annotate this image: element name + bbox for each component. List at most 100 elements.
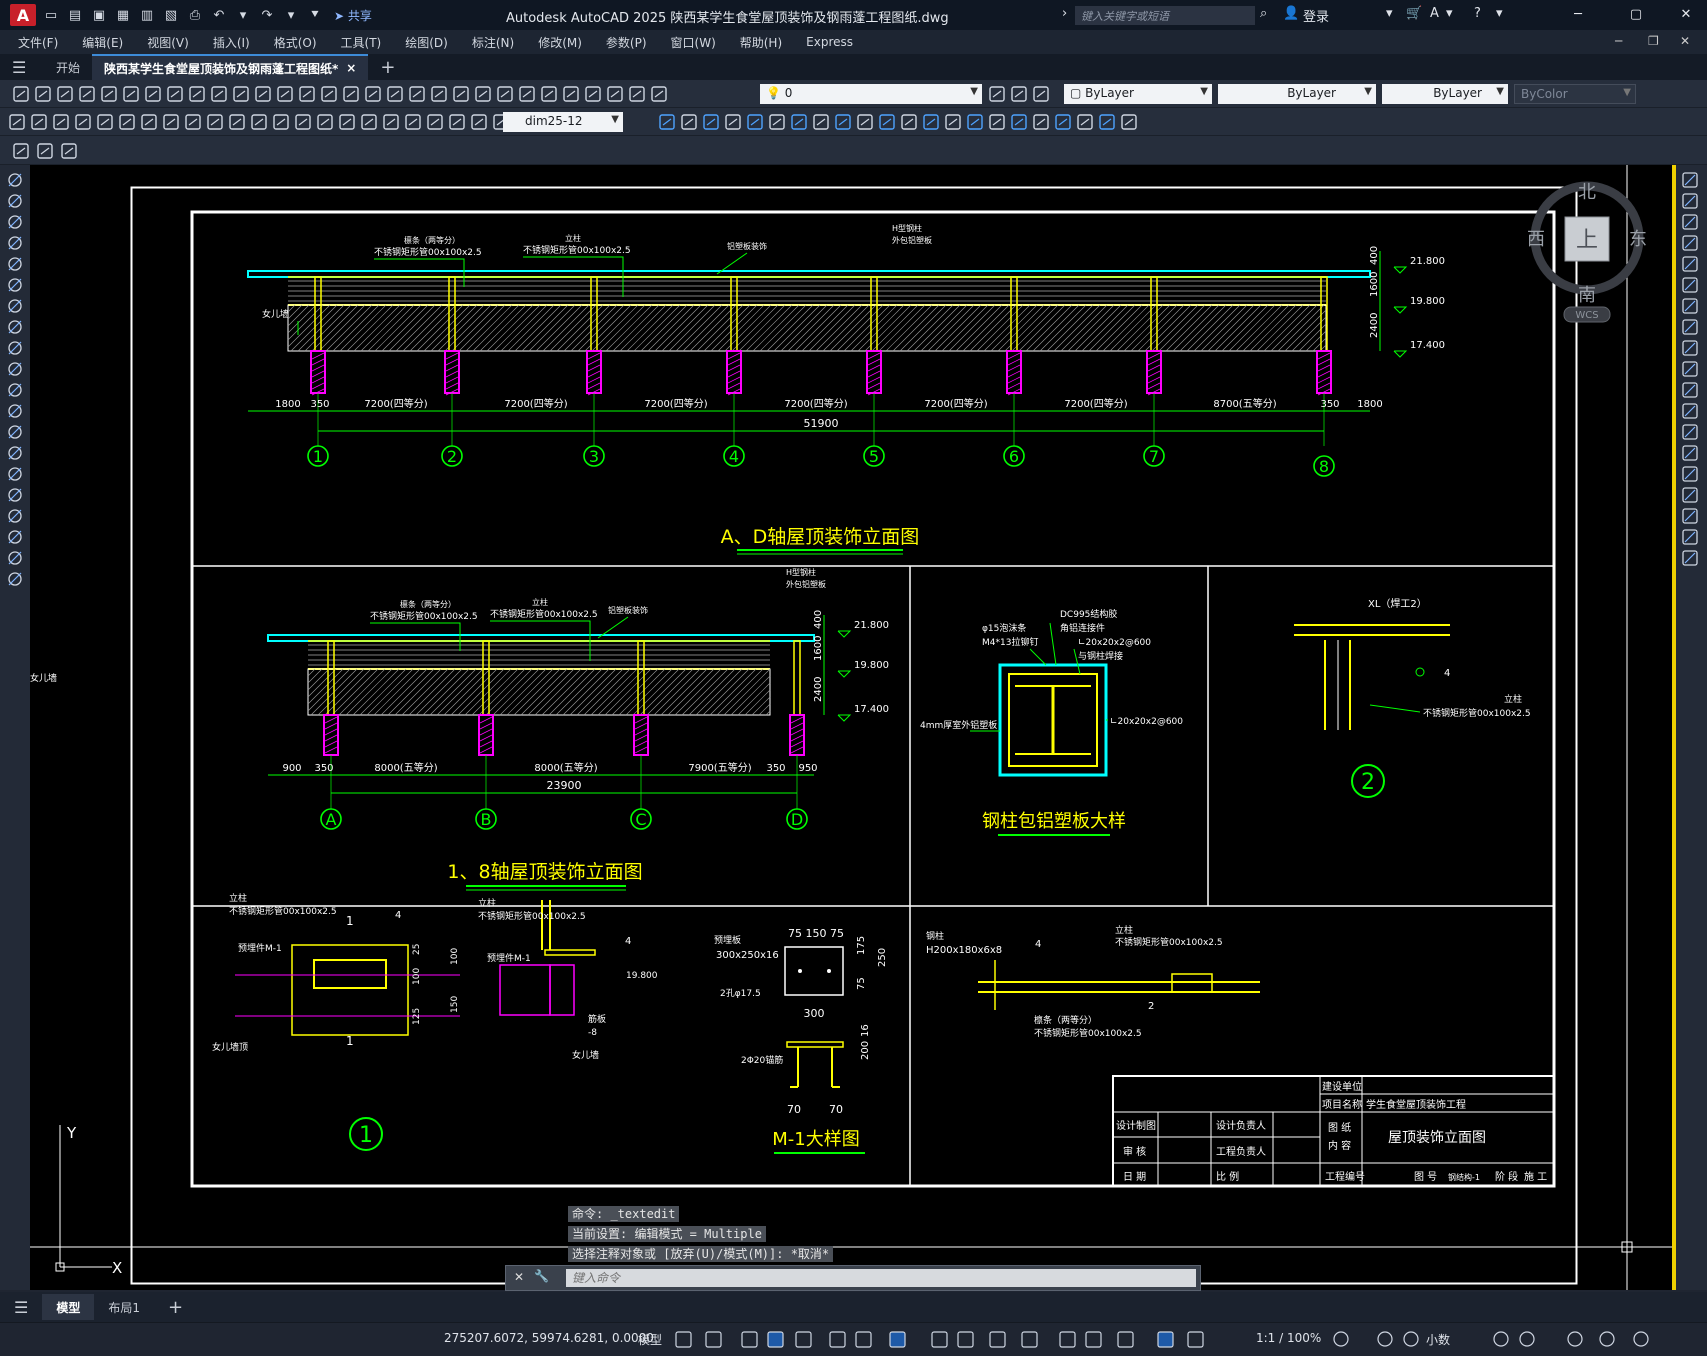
construction-line-tool-icon[interactable] xyxy=(8,194,22,208)
match-icon[interactable] xyxy=(233,86,249,102)
design-center-icon[interactable] xyxy=(387,86,403,102)
fillet-tool-icon[interactable] xyxy=(1682,487,1698,503)
add-icon[interactable] xyxy=(1377,1331,1393,1347)
close-command-icon[interactable]: ✕ xyxy=(514,1270,525,1284)
circle-tool-icon[interactable] xyxy=(8,299,22,313)
viewcube-ring[interactable] xyxy=(1530,181,1644,295)
layer-dropdown[interactable]: 💡 0 ▼ xyxy=(760,84,982,104)
autodesk-app-icon[interactable]: A xyxy=(1430,6,1439,21)
viewcube[interactable]: 上 北 南 东 西 WCS xyxy=(1527,181,1647,323)
isolate-icon[interactable] xyxy=(1519,1331,1535,1347)
view-right-icon[interactable] xyxy=(747,114,763,130)
login-dropdown-icon[interactable]: ▾ xyxy=(1386,6,1393,21)
radius-dim-icon[interactable] xyxy=(97,114,113,130)
auto-scale-toggle-icon[interactable] xyxy=(1187,1331,1204,1348)
plotstyle-dropdown[interactable]: ByColor ▼ xyxy=(1514,84,1636,104)
help-icon[interactable]: ? xyxy=(1474,6,1481,21)
tolerance-icon[interactable] xyxy=(295,114,311,130)
inspect-icon[interactable] xyxy=(339,114,355,130)
make-current-icon[interactable] xyxy=(989,86,1005,102)
tab-model[interactable]: 模型 xyxy=(42,1294,95,1320)
grid-toggle-icon[interactable] xyxy=(675,1331,692,1348)
zoom-window-icon[interactable] xyxy=(321,86,337,102)
quick-dim-icon[interactable] xyxy=(185,114,201,130)
dim-update-icon[interactable] xyxy=(427,114,443,130)
object-snap-toggle-icon[interactable] xyxy=(889,1331,906,1348)
lock-ui-icon[interactable] xyxy=(1493,1331,1509,1347)
save-icon[interactable]: ▣ xyxy=(92,7,106,23)
mirror-tool-icon[interactable] xyxy=(1682,214,1698,230)
menu-parametric[interactable]: 参数(P) xyxy=(605,35,647,50)
linetype-dropdown[interactable]: ByLayer ▼ xyxy=(1218,84,1376,104)
mesh-icon[interactable] xyxy=(1077,114,1093,130)
explode-tool-icon[interactable] xyxy=(1682,529,1698,545)
color-dropdown[interactable]: ▢ ByLayer ▼ xyxy=(1064,84,1212,104)
chamfer-tool-icon[interactable] xyxy=(1682,466,1698,482)
save-as-icon[interactable]: ▦ xyxy=(116,7,130,23)
wcs-menu[interactable] xyxy=(1563,306,1611,323)
undo-dropdown-icon[interactable]: ▾ xyxy=(239,7,247,23)
markup-icon[interactable] xyxy=(453,86,469,102)
region-tool-icon[interactable] xyxy=(8,509,22,523)
sheet-set-icon[interactable] xyxy=(431,86,447,102)
new-tab-button[interactable]: + xyxy=(380,56,396,78)
layer-previous-icon[interactable] xyxy=(563,86,579,102)
zoom-previous-icon[interactable] xyxy=(343,86,359,102)
add-layout-button[interactable]: + xyxy=(168,1296,184,1318)
menu-file[interactable]: 文件(F) xyxy=(18,35,59,50)
search-arrow-icon[interactable]: › xyxy=(1062,6,1068,21)
visual-style-icon[interactable] xyxy=(967,114,983,130)
new-icon[interactable] xyxy=(585,86,601,102)
coordinate-readout[interactable]: 275207.6072, 59974.6281, 0.0000 xyxy=(444,1331,654,1345)
hatch-tool-icon[interactable] xyxy=(8,467,22,481)
blend-tool-icon[interactable] xyxy=(1682,508,1698,524)
insert-block-tool-icon[interactable] xyxy=(8,404,22,418)
print-icon[interactable] xyxy=(79,86,95,102)
iso-se-icon[interactable] xyxy=(835,114,851,130)
open-icon[interactable] xyxy=(35,86,51,102)
quickcalc-icon[interactable] xyxy=(475,86,491,102)
dimstyle-dropdown[interactable]: dim25-12 ▼ xyxy=(503,112,623,132)
minimize-window-button[interactable]: ─ xyxy=(1574,7,1582,22)
arc-dim-icon[interactable] xyxy=(53,114,69,130)
isodraft-toggle-icon[interactable] xyxy=(829,1331,846,1348)
trim-tool-icon[interactable] xyxy=(1682,361,1698,377)
new-icon[interactable] xyxy=(13,86,29,102)
doc-close-icon[interactable]: ✕ xyxy=(1680,34,1691,48)
binoculars-search-icon[interactable]: ⌕ xyxy=(1260,6,1268,21)
clean-screen-icon[interactable] xyxy=(1599,1331,1615,1347)
cart-icon[interactable]: 🛒 xyxy=(1406,6,1423,21)
multiline-text-tool-icon[interactable] xyxy=(8,551,22,565)
menu-view[interactable]: 视图(V) xyxy=(147,35,189,50)
wcs-label[interactable]: WCS xyxy=(1575,310,1598,321)
workspace-gear-icon[interactable] xyxy=(1333,1331,1349,1347)
save-icon[interactable] xyxy=(57,86,73,102)
stretch-tool-icon[interactable] xyxy=(1682,340,1698,356)
polygon-tool-icon[interactable] xyxy=(8,236,22,250)
autocad-logo-icon[interactable]: A xyxy=(10,4,36,26)
make-block-tool-icon[interactable] xyxy=(8,425,22,439)
zoom-icon[interactable] xyxy=(299,86,315,102)
edit-polyline-tool-icon[interactable] xyxy=(1682,550,1698,566)
selection-cycling-toggle-icon[interactable] xyxy=(989,1331,1006,1348)
plot-icon[interactable]: ▧ xyxy=(164,7,178,23)
plot-icon[interactable] xyxy=(145,86,161,102)
revision-cloud-tool-icon[interactable] xyxy=(8,320,22,334)
material-icon[interactable] xyxy=(1033,114,1049,130)
solid-icon[interactable] xyxy=(1055,114,1071,130)
center-mark-icon[interactable] xyxy=(317,114,333,130)
aligned-dim-icon[interactable] xyxy=(471,114,487,130)
layout-list-icon[interactable]: ☰ xyxy=(14,1297,29,1317)
block-icon[interactable] xyxy=(255,86,271,102)
view-bottom-icon[interactable] xyxy=(703,114,719,130)
table-tool-icon[interactable] xyxy=(8,530,22,544)
break-dim-icon[interactable] xyxy=(273,114,289,130)
erase-tool-icon[interactable] xyxy=(1682,172,1698,188)
copy-icon[interactable] xyxy=(189,86,205,102)
tab-close-icon[interactable]: × xyxy=(346,61,357,75)
units-display[interactable]: 小数 xyxy=(1426,1333,1451,1347)
line-tool-icon[interactable] xyxy=(8,173,22,187)
save-icon[interactable] xyxy=(629,86,645,102)
iso-ne-icon[interactable] xyxy=(857,114,873,130)
linear-dim-icon[interactable] xyxy=(449,114,465,130)
